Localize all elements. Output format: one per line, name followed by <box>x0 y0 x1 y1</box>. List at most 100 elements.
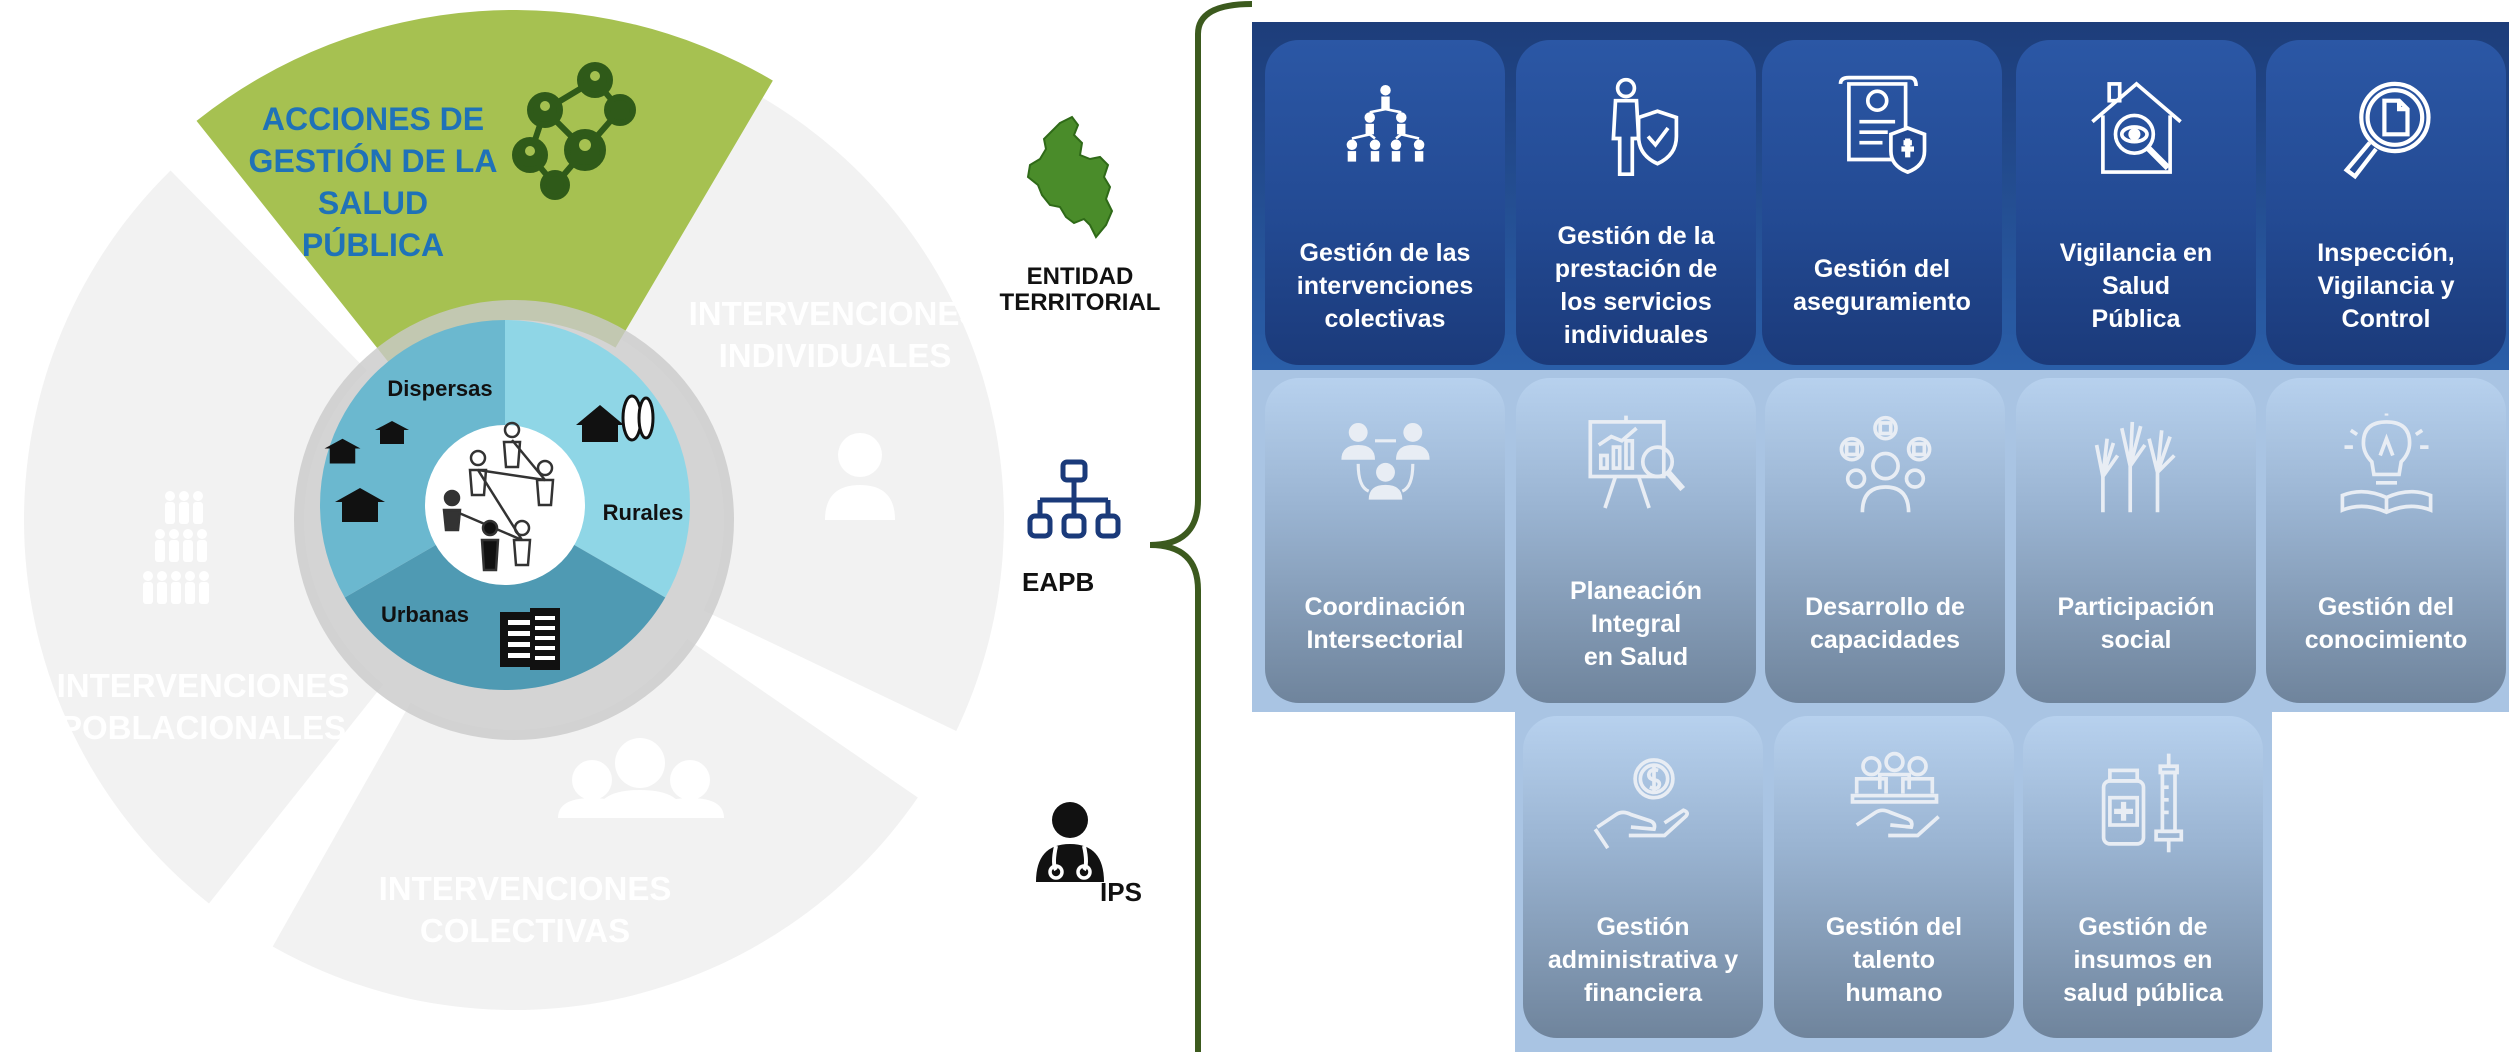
label-rurales: Rurales <box>603 500 684 525</box>
vial-syringe-icon <box>2023 716 2263 891</box>
population-person-body <box>197 540 207 562</box>
hand-team-icon <box>1850 751 1940 837</box>
raised-hands-icon <box>2094 421 2176 512</box>
segment-individuales[interactable] <box>620 97 1004 731</box>
org-chart-icon <box>1027 459 1121 539</box>
people-connected-icon <box>1265 378 1505 553</box>
card-label: Coordinación Intersectorial <box>1304 593 1466 654</box>
house-eye-icon <box>2090 80 2182 174</box>
population-person-body <box>183 540 193 562</box>
person-ideas-icon <box>1765 378 2005 553</box>
card-row2-3[interactable]: Desarrollo de capacidades <box>1765 378 2005 703</box>
bracket <box>1149 1 1253 1052</box>
card-label: Gestión de la prestación de los servicio… <box>1554 222 1718 349</box>
population-person-head <box>157 571 167 581</box>
network-people-icon <box>512 62 636 200</box>
label-urbanas: Urbanas <box>381 602 469 627</box>
card-row1-2[interactable]: Gestión de la prestación de los servicio… <box>1516 40 1756 365</box>
card-row1-5[interactable]: Inspección, Vigilancia y Control <box>2266 40 2506 365</box>
card-label: Gestión administrativa y financiera <box>1547 913 1739 1007</box>
territory-circle <box>320 320 691 690</box>
vial-syringe-icon <box>2101 753 2183 852</box>
group-icon <box>558 738 724 818</box>
card-label: Desarrollo de capacidades <box>1805 593 1965 654</box>
lightbulb-book-icon <box>2340 413 2432 514</box>
hierarchy-icon <box>1346 84 1424 162</box>
population-person-body <box>179 502 189 524</box>
population-person-head <box>197 529 207 539</box>
card-label: Participación social <box>2057 593 2215 654</box>
person-shield-icon <box>1516 40 1756 215</box>
rural-house-icon <box>576 394 655 442</box>
card-label: Gestión del aseguramiento <box>1793 255 1971 316</box>
card-row1-1[interactable]: Gestión de las intervenciones colectivas <box>1265 40 1505 365</box>
card-row3-1[interactable]: Gestión administrativa y financiera <box>1523 716 1763 1038</box>
card-label: Gestión del talento humano <box>1825 913 1963 1007</box>
ips-label: IPS <box>1100 877 1142 907</box>
card-row2-1[interactable]: Coordinación Intersectorial <box>1265 378 1505 703</box>
card-row2-4[interactable]: Participación social <box>2016 378 2256 703</box>
insurance-document-icon <box>1838 75 1926 174</box>
person-icon <box>825 433 895 520</box>
segment-colectivas[interactable] <box>272 638 918 1010</box>
population-person-body <box>157 582 167 604</box>
population-person-head <box>165 491 175 501</box>
population-icon <box>143 491 209 604</box>
hierarchy-icon <box>1265 40 1505 215</box>
population-person-body <box>185 582 195 604</box>
house-eye-icon <box>2016 40 2256 215</box>
card-label: Gestión de las intervenciones colectivas <box>1296 238 1474 333</box>
card-row2-5[interactable]: Gestión del conocimiento <box>2266 378 2506 703</box>
hand-coin-icon <box>1523 716 1763 891</box>
population-person-body <box>143 582 153 604</box>
card-label: Inspección, Vigilancia y Control <box>2317 238 2455 333</box>
magnifier-document-icon <box>2266 40 2506 215</box>
card-label: Gestión del conocimiento <box>2304 593 2468 654</box>
population-person-head <box>183 529 193 539</box>
presentation-chart-icon <box>1516 378 1756 553</box>
card-row2-2[interactable]: Planeación Integral en Salud <box>1516 378 1756 703</box>
hand-coin-icon <box>1593 757 1689 849</box>
insurance-document-icon <box>1762 40 2002 215</box>
card-label: Gestión de insumos en salud pública <box>2063 913 2223 1007</box>
population-person-head <box>179 491 189 501</box>
person-shield-icon <box>1610 77 1678 176</box>
population-person-body <box>171 582 181 604</box>
population-center <box>425 425 585 585</box>
people-connected-icon <box>1340 422 1430 500</box>
colombia-map-icon <box>1026 115 1114 239</box>
population-person-head <box>171 571 181 581</box>
entidad-territorial-label: ENTIDAD TERRITORIAL <box>999 263 1161 317</box>
label-dispersas: Dispersas <box>387 376 492 401</box>
eapb-label: EAPB <box>1022 567 1095 597</box>
card-label: Vigilancia en Salud Pública <box>2059 238 2213 333</box>
houses-icon <box>324 421 409 522</box>
population-person-head <box>185 571 195 581</box>
card-label: Planeación Integral en Salud <box>1570 576 1702 671</box>
raised-hands-icon <box>2016 378 2256 553</box>
card-row3-3[interactable]: Gestión de insumos en salud pública <box>2023 716 2263 1038</box>
card-row3-2[interactable]: Gestión del talento humano <box>1774 716 2014 1038</box>
population-person-body <box>169 540 179 562</box>
doctor-icon <box>1036 802 1104 882</box>
population-person-body <box>193 502 203 524</box>
magnifier-document-icon <box>2343 81 2431 179</box>
population-person-body <box>155 540 165 562</box>
population-person-head <box>155 529 165 539</box>
person-ideas-icon <box>1839 415 1931 512</box>
hand-team-icon <box>1774 716 2014 891</box>
lightbulb-book-icon <box>2266 378 2506 553</box>
population-person-body <box>165 502 175 524</box>
card-row1-3[interactable]: Gestión del aseguramiento <box>1762 40 2002 365</box>
population-person-head <box>143 571 153 581</box>
population-person-head <box>199 571 209 581</box>
people-network-icon <box>442 421 555 572</box>
population-person-body <box>199 582 209 604</box>
presentation-chart-icon <box>1587 415 1685 509</box>
card-row1-4[interactable]: Vigilancia en Salud Pública <box>2016 40 2256 365</box>
